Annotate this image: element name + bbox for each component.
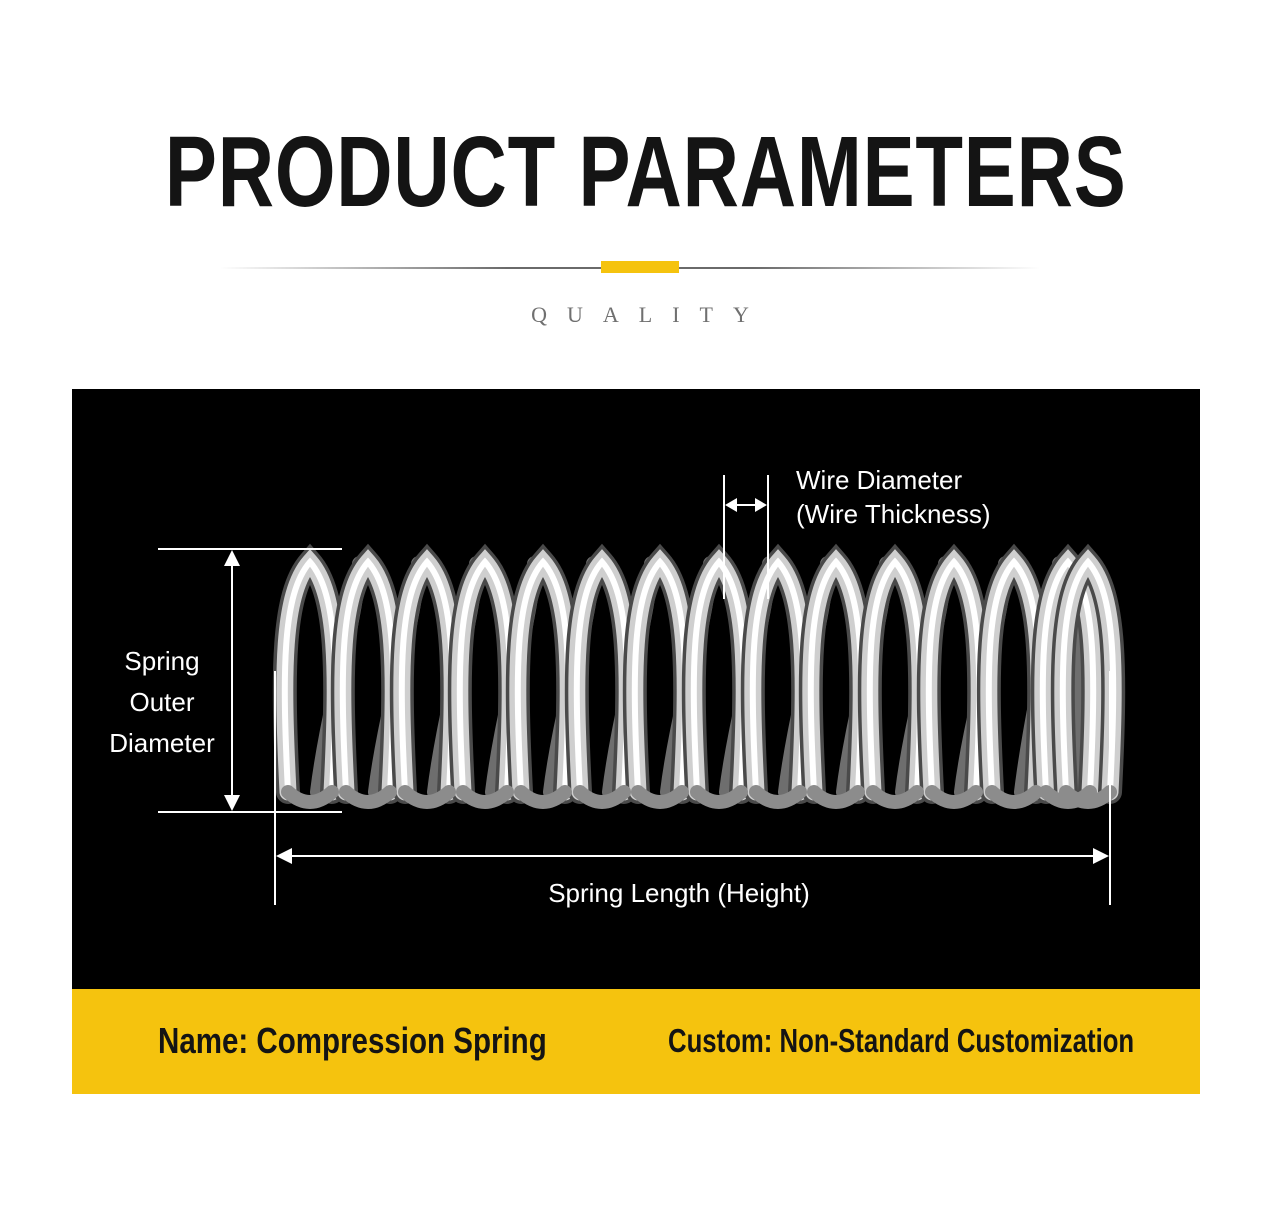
outer-diameter-label-line: Outer bbox=[129, 687, 195, 717]
spring-diagram: Spring Outer Diameter Wire Diameter (Wir… bbox=[72, 389, 1200, 989]
title-divider-accent bbox=[601, 261, 679, 273]
footer-bar: Name: Compression Spring Custom: Non-Sta… bbox=[72, 989, 1200, 1094]
wire-diameter-label: Wire Diameter (Wire Thickness) bbox=[796, 463, 991, 531]
coil-bottom-curve bbox=[985, 785, 1043, 809]
spring-coil-front bbox=[272, 543, 1126, 809]
coil-bottom-curve bbox=[1059, 785, 1117, 809]
coil-bottom-curve bbox=[456, 785, 514, 809]
product-customization: Custom: Non-Standard Customization bbox=[668, 1022, 1135, 1059]
spring-illustration bbox=[158, 475, 1126, 905]
outer-diameter-arrow-down bbox=[224, 795, 240, 811]
length-arrow-right bbox=[1093, 848, 1109, 864]
outer-diameter-label-line: Spring bbox=[124, 646, 200, 676]
coil-bottom-curve bbox=[573, 785, 631, 809]
outer-diameter-label: Spring Outer Diameter bbox=[92, 641, 232, 764]
product-name: Name: Compression Spring bbox=[158, 1020, 547, 1061]
coil-loop-highlight bbox=[1039, 557, 1097, 795]
coil-bottom-curve bbox=[925, 785, 983, 809]
length-arrow-left bbox=[276, 848, 292, 864]
coil-bottom-curve bbox=[631, 785, 689, 809]
dimension-lines bbox=[158, 475, 1111, 905]
coil-bottom-curve bbox=[339, 785, 397, 809]
coil-bottom-curve bbox=[281, 785, 339, 809]
wire-diameter-arrow-left bbox=[725, 498, 737, 512]
outer-diameter-arrow-up bbox=[224, 550, 240, 566]
coil-bottom-curve bbox=[749, 785, 807, 809]
coil-bottom-curve bbox=[690, 785, 748, 809]
coil-bottom-curve bbox=[514, 785, 572, 809]
page-subtitle: QUALITY bbox=[531, 302, 769, 327]
coil-loop-highlight bbox=[1059, 557, 1117, 795]
coil-bottom-curve bbox=[398, 785, 456, 809]
wire-diameter-label-line: Wire Diameter bbox=[796, 465, 963, 495]
spring-length-label: Spring Length (Height) bbox=[548, 878, 810, 908]
outer-diameter-label-line: Diameter bbox=[109, 728, 215, 758]
page-title: PRODUCT PARAMETERS bbox=[164, 116, 1127, 228]
coil-bottom-curve bbox=[866, 785, 924, 809]
wire-diameter-arrow-right bbox=[755, 498, 767, 512]
wire-diameter-label-line: (Wire Thickness) bbox=[796, 499, 991, 529]
coil-bottom-curve bbox=[807, 785, 865, 809]
